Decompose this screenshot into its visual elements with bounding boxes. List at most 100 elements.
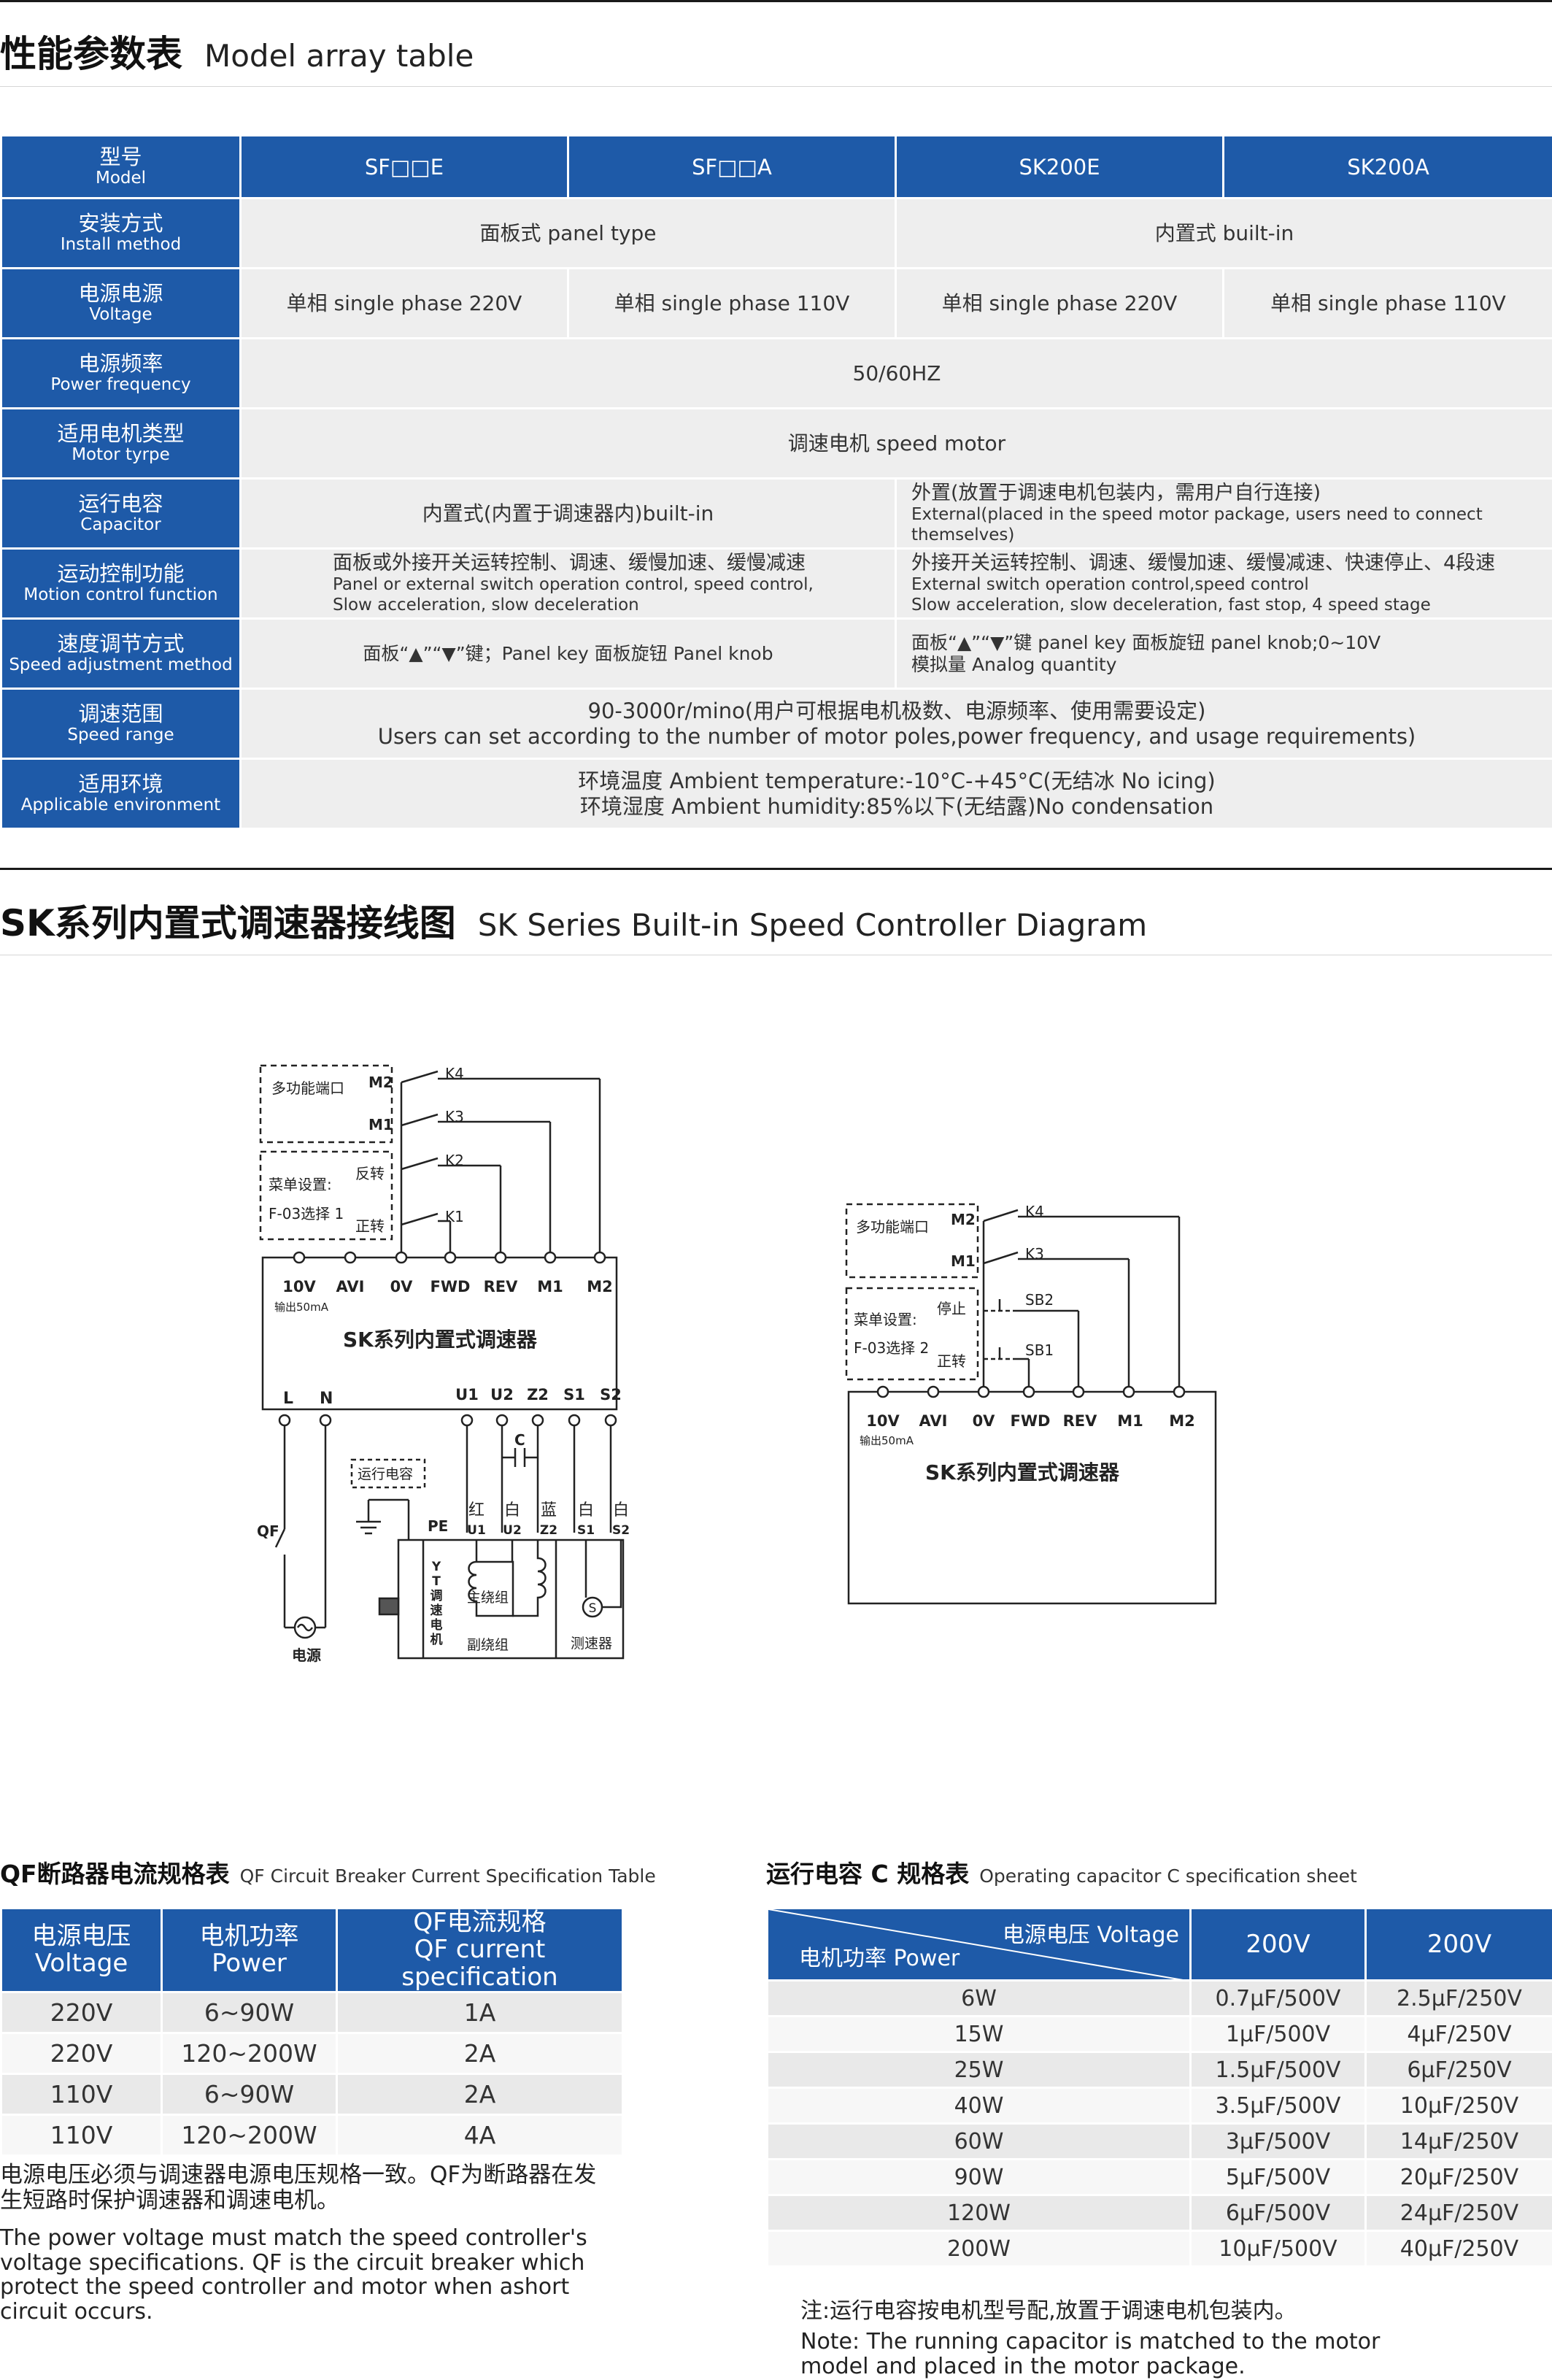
cell: 2A (336, 2073, 624, 2117)
multi-port-label: 多功能端口 (271, 1079, 344, 1097)
wiring-diagrams: 多功能端口 菜单设置: F-03选择 1 反转 正转 M2 M1 K4 K3 K… (257, 1064, 1217, 1664)
cell: 6μF/250V (1364, 2051, 1552, 2089)
m2-label: M2 (951, 1211, 976, 1228)
multi-port-box (259, 1064, 393, 1144)
voltage-cell: 单相 single phase 110V (567, 267, 897, 339)
aux-winding-label: 副绕组 (467, 1637, 509, 1653)
cell: 6μF/500V (1189, 2194, 1367, 2232)
run-cap-box (350, 1458, 426, 1489)
install-builtin: 内置式 built-in (895, 197, 1552, 269)
power-source-label: 电源 (292, 1647, 321, 1664)
section-title-spec: 性能参数表 Model array table (0, 25, 474, 77)
cell: 25W (766, 2051, 1192, 2089)
capacitor-external: 外置(放置于调速电机包装内，需用户自行连接)External(placed in… (895, 477, 1552, 550)
k1-label: K1 (445, 1208, 464, 1225)
terminal-10v: 10V (866, 1412, 900, 1430)
cell: 10μF/250V (1364, 2087, 1552, 2125)
model-sf-a: SF□□A (567, 134, 897, 199)
controller-name: SK系列内置式调速器 (343, 1328, 538, 1352)
k4-label: K4 (1025, 1203, 1044, 1220)
motor-cell: 调速电机 speed motor (239, 407, 1552, 480)
cap-title-zh: 运行电容 C 规格表 (766, 1860, 970, 1888)
wiring-diagram-1: 多功能端口 菜单设置: F-03选择 1 反转 正转 M2 M1 K4 K3 K… (257, 1064, 630, 1664)
menu-box (259, 1150, 393, 1241)
terminal-s2: S2 (600, 1386, 622, 1403)
wire-label: U2 (503, 1523, 522, 1538)
tachometer-label: 测速器 (571, 1636, 612, 1652)
wire-color-red: 红 (468, 1501, 484, 1520)
cell: 3.5μF/500V (1189, 2087, 1367, 2125)
speed-adj-right: 面板“▲”“▼”键 panel key 面板旋钮 panel knob;0~10… (895, 617, 1552, 690)
controller-box-1 (261, 1256, 618, 1411)
terminal-m2: M2 (1169, 1412, 1195, 1430)
fwd-label: 正转 (355, 1217, 385, 1235)
cell: 220V (0, 1991, 163, 2035)
terminal-z2: Z2 (527, 1386, 549, 1403)
cell: 3μF/500V (1189, 2122, 1367, 2160)
yt-char: 调 (431, 1589, 443, 1603)
qf-title-zh: QF断路器电流规格表 (0, 1860, 230, 1888)
terminal-m1: M1 (1117, 1412, 1143, 1430)
cell: 40W (766, 2087, 1192, 2125)
qf-table-title: QF断路器电流规格表 QF Circuit Breaker Current Sp… (0, 1855, 656, 1890)
wire-color-blue: 蓝 (541, 1501, 557, 1520)
voltage-cell: 单相 single phase 220V (239, 267, 569, 339)
multi-port-box (845, 1203, 979, 1279)
menu-box (845, 1287, 979, 1381)
wire-color-white: 白 (578, 1501, 594, 1520)
cap-header-200v-b: 200V (1364, 1907, 1552, 1982)
section-title-diagram: SK系列内置式调速器接线图 SK Series Built-in Speed C… (0, 894, 1147, 947)
cell: 15W (766, 2015, 1192, 2053)
main-winding-label: 主绕组 (467, 1590, 509, 1606)
cell: 120~200W (161, 2032, 338, 2076)
terminal-m2: M2 (587, 1278, 613, 1295)
multi-port-label: 多功能端口 (856, 1218, 929, 1236)
cell: 60W (766, 2122, 1192, 2160)
frequency-cell: 50/60HZ (239, 337, 1552, 409)
cap-table-title: 运行电容 C 规格表 Operating capacitor C specifi… (766, 1855, 1357, 1890)
pe-label: PE (428, 1517, 448, 1535)
cell: 220V (0, 2032, 163, 2076)
cell: 40μF/250V (1364, 2230, 1552, 2268)
section2-rule (0, 868, 1552, 870)
cell: 14μF/250V (1364, 2122, 1552, 2160)
cap-header-voltage: 电源电压 Voltage (1002, 1922, 1179, 1948)
qf-note-en: The power voltage must match the speed c… (0, 2225, 587, 2325)
section-title-zh: 性能参数表 (0, 33, 182, 75)
fwd-label: 正转 (937, 1352, 966, 1370)
yt-char: T (432, 1574, 441, 1589)
model-sf-e: SF□□E (239, 134, 569, 199)
f03-label: F-03选择 2 (854, 1339, 929, 1357)
cap-header-diagonal: 电源电压 Voltage 电机功率 Power (766, 1907, 1192, 1982)
wire-label: S1 (577, 1523, 595, 1538)
terminal-0v: 0V (973, 1412, 996, 1430)
wire-label: S2 (612, 1523, 630, 1538)
menu-label: 菜单设置: (269, 1176, 332, 1193)
terminal-fwd: FWD (431, 1278, 471, 1295)
terminal-avi: AVI (919, 1412, 948, 1430)
terminal-fwd: FWD (1011, 1412, 1051, 1430)
